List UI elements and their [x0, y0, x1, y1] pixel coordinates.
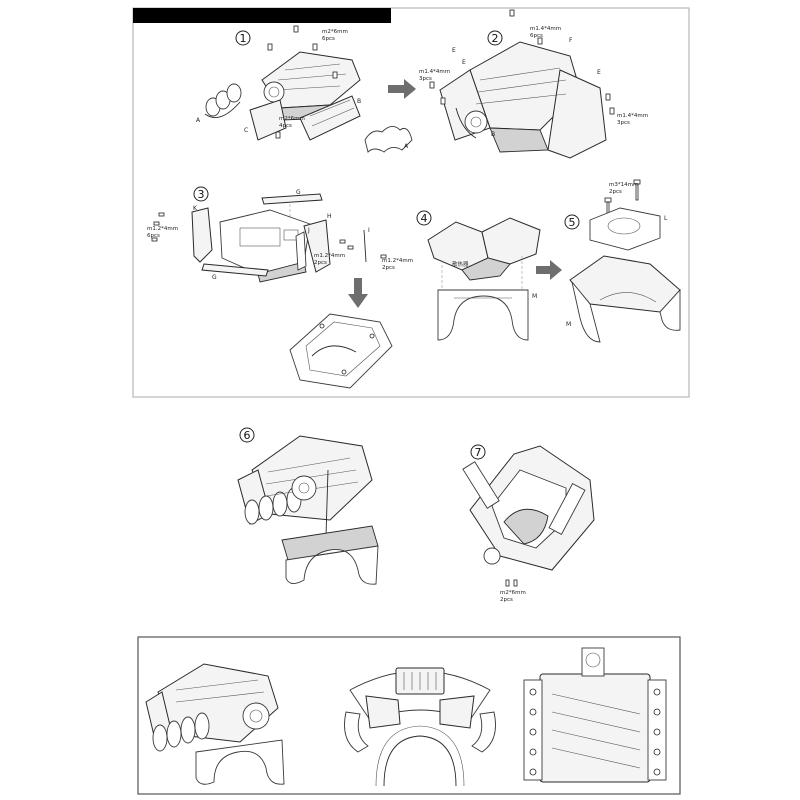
cylinder-bank-left — [523, 679, 543, 781]
screw-icons — [151, 212, 387, 259]
step-6-badge — [239, 427, 255, 443]
screw-spec: m1.2*4mm — [382, 258, 413, 264]
finished-views-frame — [137, 636, 681, 795]
screw-spec: m1.4*4mm — [617, 113, 648, 119]
part-tag-g: G — [296, 189, 301, 196]
part-tag-i: I — [368, 227, 370, 234]
step-3: 3 K G H J I G m1. — [147, 186, 413, 283]
part-tag-j: J — [307, 227, 310, 234]
screw-spec: m1.2*4mm — [147, 226, 178, 232]
arrow-right-icon — [536, 260, 562, 280]
step-3-result-housing — [289, 313, 393, 389]
step-4-badge — [416, 210, 432, 226]
engine-sub-assembly — [439, 41, 607, 159]
step-2-number: 2 — [492, 32, 499, 45]
bracket-bar-top-part — [261, 193, 323, 205]
step-1-number: 1 — [240, 32, 247, 45]
cylinder-bank-right — [647, 679, 667, 781]
screw-qty: 3pcs — [419, 76, 432, 82]
step-6-number: 6 — [244, 429, 251, 442]
part-tag-b: B — [357, 98, 361, 105]
screw-qty: 2pcs — [382, 265, 395, 271]
part-tag-b: B — [491, 131, 495, 138]
part-tag-a: A — [196, 117, 201, 124]
part-tag-g2: G — [212, 274, 217, 281]
part-tag-h: H — [327, 213, 332, 220]
screw-spec: m1.2*4mm — [314, 253, 345, 259]
step-7-number: 7 — [475, 446, 482, 459]
step-1-badge — [235, 30, 251, 46]
step-3-number: 3 — [198, 188, 205, 201]
fan-block-part — [589, 207, 661, 251]
header-bar — [133, 8, 391, 23]
part-tag-m: M — [532, 293, 537, 300]
step-4: 4 散热器 M — [416, 210, 541, 341]
screw-spec: m2*6mm — [322, 29, 348, 35]
step-1: 1 — [196, 25, 413, 153]
exhaust-manifold-left-part — [204, 83, 242, 118]
screw-icons — [429, 9, 615, 115]
valve-cover-left — [462, 461, 500, 509]
step-5-badge — [564, 214, 580, 230]
engine-mount-cradle-assembled-part — [569, 255, 681, 343]
finished-view-overhead — [523, 647, 667, 783]
exhaust-manifold-right-part — [364, 126, 413, 153]
radiator-label: 散热器 — [452, 260, 469, 268]
screw-qty: 3pcs — [617, 120, 630, 126]
screw-qty: 2pcs — [500, 597, 513, 603]
bracket-k-part — [191, 207, 213, 263]
screw-spec: m3*14mm — [609, 182, 638, 188]
part-tag-e: E — [452, 47, 456, 54]
part-tag-e3: E — [597, 69, 601, 76]
arrow-down-icon — [348, 278, 368, 308]
screw-qty: 6pcs — [322, 36, 335, 42]
cylinder-head-left-part — [249, 99, 287, 141]
screw-spec: m1.4*4mm — [530, 26, 561, 32]
step-2: 2 E E F E B m1.4*4mm 6pcs m1.4*4mm — [419, 9, 648, 159]
screw-qty: 6pcs — [530, 33, 543, 39]
step-5: 5 L M m3*14mm 2pcs — [564, 179, 681, 343]
step-4-number: 4 — [421, 212, 428, 225]
screw-spec: m2*6mm — [279, 116, 305, 122]
bracket-i-part — [363, 229, 367, 263]
finished-view-top — [344, 667, 496, 787]
step-6: 6 — [237, 427, 379, 585]
part-tag-f: F — [569, 37, 573, 44]
radiator-top-part — [427, 217, 541, 281]
valve-cover-right — [548, 483, 586, 535]
part-tag-a2: A — [404, 143, 409, 150]
screw-qty: 2pcs — [314, 260, 327, 266]
part-tag-c: C — [244, 127, 248, 134]
step-3-badge — [193, 186, 209, 202]
arrow-right-icon — [388, 79, 416, 99]
engine-underside-view — [462, 445, 595, 587]
screw-spec: m1.4*4mm — [419, 69, 450, 75]
bracket-j-part — [295, 231, 307, 271]
step-7-badge — [470, 444, 486, 460]
step-7: 7 m2*6mm 2pcs — [462, 444, 595, 603]
screw-qty: 2pcs — [609, 189, 622, 195]
screw-qty: 4pcs — [279, 123, 292, 129]
part-tag-l: L — [664, 215, 668, 222]
part-tag-k: K — [193, 205, 198, 212]
steps-frame — [132, 7, 690, 398]
bracket-h-part — [303, 219, 331, 273]
finished-view-front-angle — [145, 663, 285, 785]
cylinder-head-right-part — [299, 95, 361, 141]
engine-mount-cradle-part — [437, 289, 529, 341]
bracket-bar-bottom-part — [201, 263, 269, 277]
screw-qty: 6pcs — [147, 233, 160, 239]
step-5-number: 5 — [569, 216, 576, 229]
part-tag-m: M — [566, 321, 571, 328]
part-tag-e2: E — [462, 59, 466, 66]
screw-spec: m2*6mm — [500, 590, 526, 596]
engine-assembly-view — [237, 435, 379, 585]
intake-manifold-part — [261, 51, 361, 121]
step-2-badge — [487, 30, 503, 46]
